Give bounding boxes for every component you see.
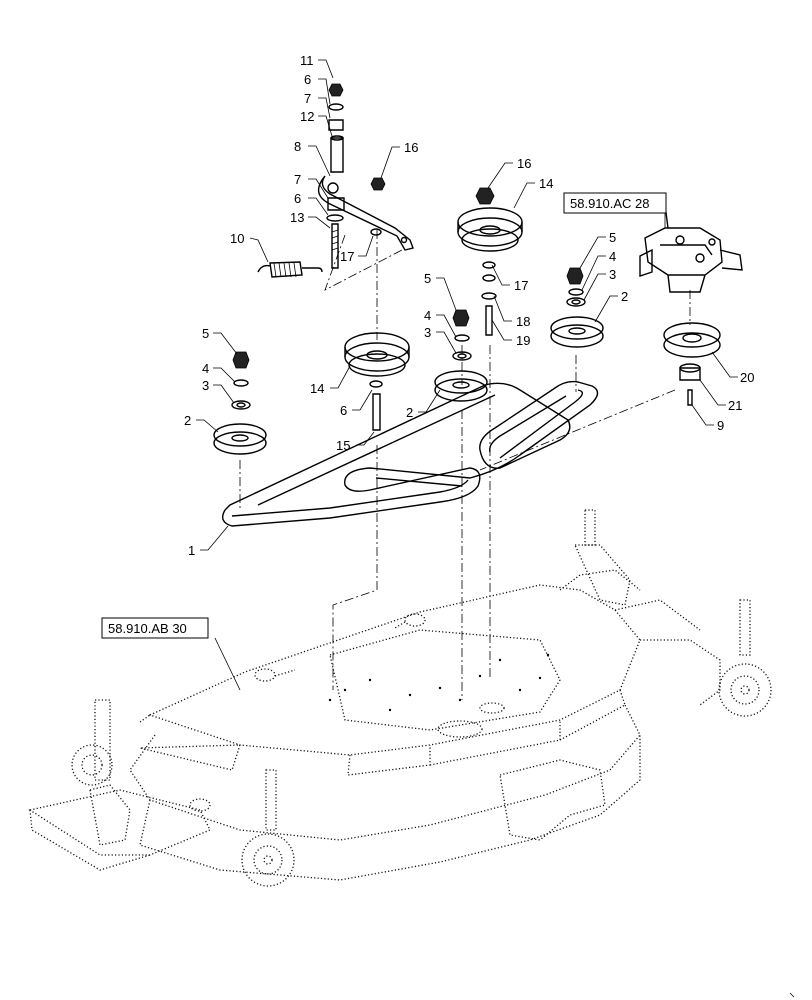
callout-2: 2 (621, 289, 628, 304)
callout-17: 17 (514, 278, 528, 293)
idler-pulley-lower (344, 332, 410, 431)
caster-wheel-right (718, 599, 772, 717)
reference-gearbox[interactable]: 58.910.AC 28 (563, 192, 667, 214)
gearbox (639, 204, 743, 293)
callout-4: 4 (202, 361, 209, 376)
callout-19: 19 (516, 333, 530, 348)
reference-label-gearbox[interactable]: 58.910.AC 28 (570, 196, 650, 211)
callout-1: 1 (188, 543, 195, 558)
drive-belt (222, 380, 599, 527)
callout-15: 15 (336, 438, 350, 453)
corner-mark (789, 992, 795, 998)
callout-5: 5 (424, 271, 431, 286)
height-adjuster-front (189, 798, 211, 812)
callout-3: 3 (424, 325, 431, 340)
callout-5: 5 (202, 326, 209, 341)
callout-3: 3 (202, 378, 209, 393)
callout-numbers: 11 6 7 12 8 7 6 13 10 17 16 16 14 17 18 … (184, 53, 754, 558)
caster-wheel-front-left (241, 769, 295, 887)
reference-label-deck[interactable]: 58.910.AB 30 (108, 621, 187, 636)
callout-18: 18 (516, 314, 530, 329)
callout-6: 6 (304, 72, 311, 87)
callout-10: 10 (230, 231, 244, 246)
callout-8: 8 (294, 139, 301, 154)
callout-6: 6 (340, 403, 347, 418)
idler-spring (257, 261, 323, 278)
callout-4: 4 (609, 249, 616, 264)
callout-7: 7 (294, 172, 301, 187)
callout-16: 16 (517, 156, 531, 171)
callout-2: 2 (184, 413, 191, 428)
callout-21: 21 (728, 398, 742, 413)
callout-20: 20 (740, 370, 754, 385)
callout-14: 14 (539, 176, 553, 191)
callout-5: 5 (609, 230, 616, 245)
height-adjuster-center (394, 613, 426, 629)
callout-13: 13 (290, 210, 304, 225)
callout-11: 11 (300, 53, 314, 68)
caster-wheel-rear-left (71, 744, 113, 786)
gearbox-pulley (663, 322, 721, 406)
reference-deck[interactable]: 58.910.AB 30 (101, 617, 209, 639)
spindle-pulley-center (434, 309, 488, 402)
callout-16: 16 (404, 140, 418, 155)
callout-17: 17 (340, 249, 354, 264)
idler-arm-assembly (257, 83, 414, 278)
callout-2: 2 (406, 405, 413, 420)
callout-6: 6 (294, 191, 301, 206)
callout-12: 12 (300, 109, 314, 124)
callout-3: 3 (609, 267, 616, 282)
deck-bolt-pattern (328, 653, 550, 712)
assembly-centerlines (239, 230, 691, 700)
spindle-pulley-left (213, 351, 267, 455)
mower-deck (28, 509, 772, 887)
callout-14: 14 (310, 381, 324, 396)
callout-9: 9 (717, 418, 724, 433)
idler-pulley-upper (457, 187, 523, 336)
callout-4: 4 (424, 308, 431, 323)
callout-7: 7 (304, 91, 311, 106)
spindle-pulley-right (550, 267, 604, 348)
height-adjuster-left (254, 668, 296, 682)
callout-leaders (196, 59, 738, 691)
